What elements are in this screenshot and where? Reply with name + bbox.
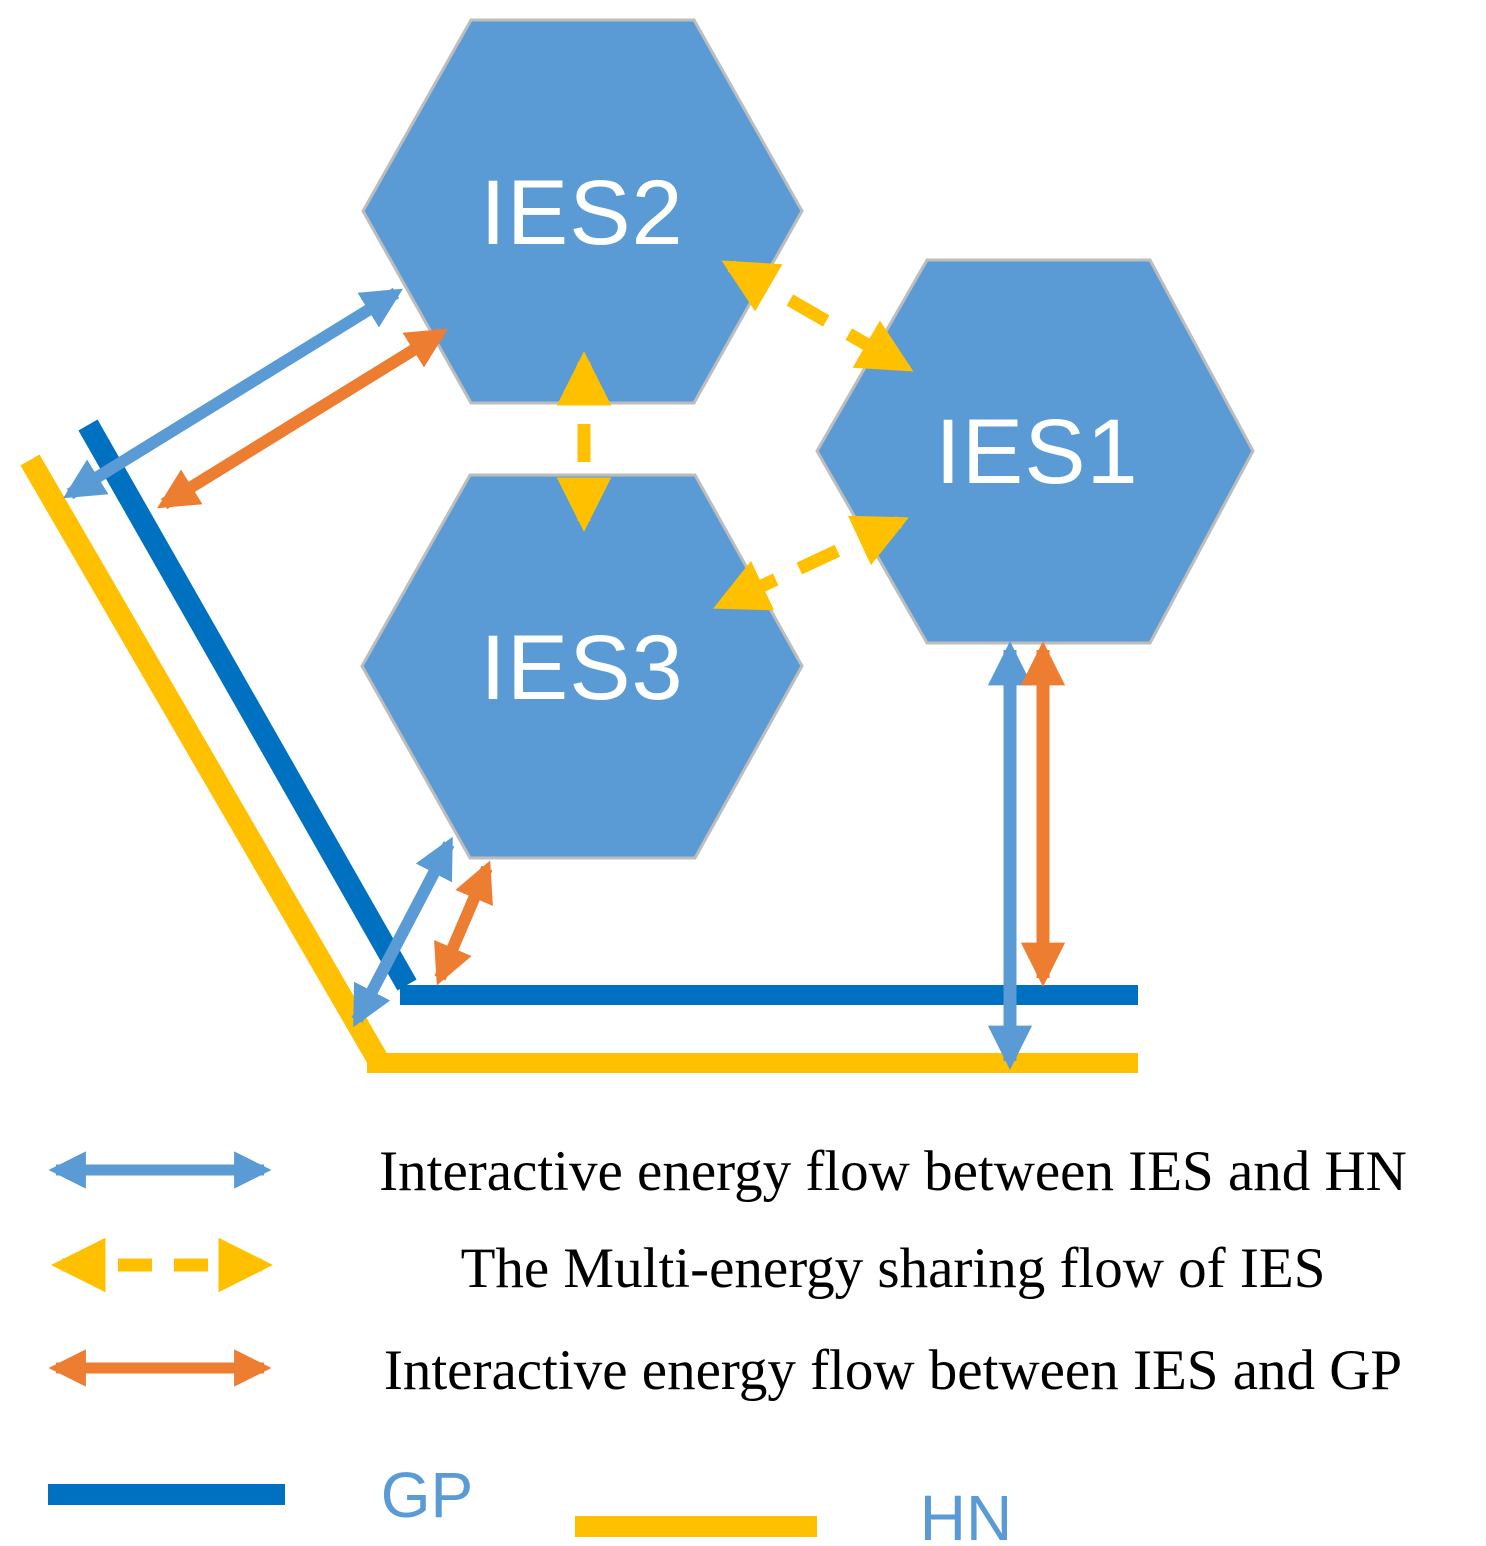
- ies2-label: IES2: [480, 162, 683, 264]
- hn-network-label: HN: [920, 1482, 1012, 1546]
- gp-line-icon: [48, 1484, 285, 1505]
- ies1-hexagon: [815, 258, 1255, 645]
- hn-line-icon: [575, 1516, 817, 1537]
- ies2-hexagon: [361, 18, 804, 405]
- gp-line-diagonal: [78, 419, 417, 991]
- legend-row-share-label: The Multi-energy sharing flow of IES: [461, 1237, 1326, 1300]
- ies1-label: IES1: [935, 401, 1138, 503]
- ies3-hexagon: [360, 473, 804, 860]
- gp-flow-arrow-ies2: [157, 327, 448, 510]
- ies3-label: IES3: [480, 617, 683, 719]
- legend-row-gp-label: Interactive energy flow between IES and …: [384, 1339, 1402, 1402]
- hn-flow-arrow-ies3: [351, 836, 455, 1028]
- share-arrow-ies2-ies1: [721, 260, 914, 372]
- gp-flow-arrow-ies3: [434, 860, 493, 986]
- gp-network-label: GP: [381, 1459, 473, 1531]
- hn-line-diagonal: [20, 454, 387, 1064]
- legend: Interactive energy flow between IES and …: [48, 1140, 1407, 1546]
- legend-row-hn-label: Interactive energy flow between IES and …: [379, 1140, 1407, 1203]
- share-arrow-ies1-ies3: [713, 515, 909, 611]
